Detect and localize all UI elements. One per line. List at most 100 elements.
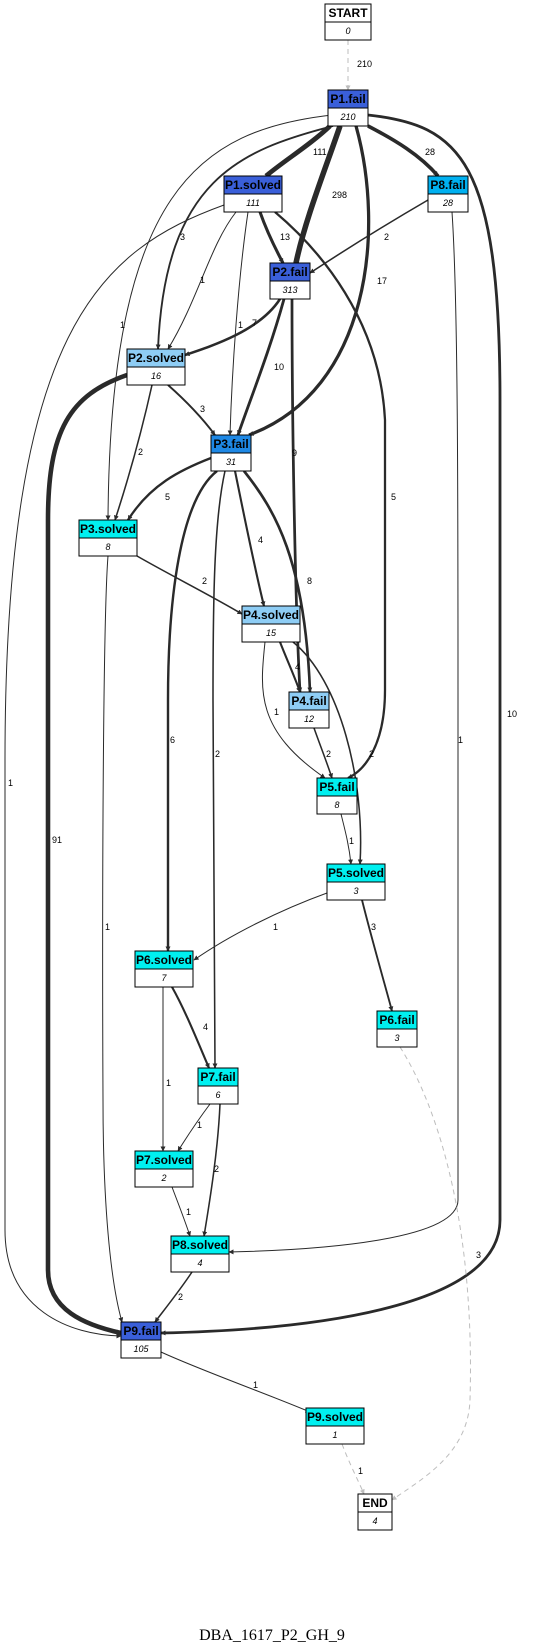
edge-p3-solved-to-p9-fail <box>102 555 124 1323</box>
edge-p2-solved-to-p3-solved <box>114 384 153 521</box>
node-body <box>316 795 358 815</box>
node-p2-solved: P2.solved 16 <box>126 348 186 386</box>
edge-label: 2 <box>384 232 389 242</box>
edge-label: 91 <box>52 835 62 845</box>
node-body <box>170 1253 230 1273</box>
edge-p3-fail-to-p4-fail <box>242 470 313 693</box>
edges-layer <box>4 40 502 1501</box>
edge-p7-solved-to-p8-solved <box>171 1186 191 1237</box>
edge-p7-fail-to-p8-solved <box>202 1103 221 1237</box>
edge-label: 4 <box>258 535 263 545</box>
edge-p2-fail-to-p2-solved <box>184 298 282 357</box>
graph-caption: DBA_1617_P2_GH_9 <box>199 1627 345 1644</box>
node-count: 0 <box>345 26 350 36</box>
node-body <box>197 1085 239 1105</box>
edge-label: 3 <box>371 922 376 932</box>
node-p7-solved: P7.solved 2 <box>134 1150 194 1188</box>
edge-label: 1 <box>358 1466 363 1476</box>
node-body <box>134 1168 194 1188</box>
edge-p8-solved-to-p9-fail <box>154 1271 193 1323</box>
node-title: P7.solved <box>136 1153 192 1167</box>
edge-label: 210 <box>357 59 372 69</box>
edge-p2-solved-to-p9-fail <box>45 372 128 1336</box>
edge-p6-solved-to-p7-fail <box>171 986 210 1069</box>
edge-p5-solved-to-p6-solved <box>193 892 328 961</box>
node-count: 28 <box>442 198 453 208</box>
edge-label: 7 <box>252 318 257 328</box>
node-title: P4.fail <box>291 694 326 708</box>
node-count: 16 <box>151 371 161 381</box>
edge-label: 1 <box>253 1380 258 1390</box>
edge-p5-solved-to-p6-fail <box>361 899 394 1012</box>
node-title: P2.solved <box>128 351 184 365</box>
edge-label: 6 <box>170 735 175 745</box>
node-title: P6.solved <box>136 953 192 967</box>
edge-p1-solved-to-p2-solved <box>167 211 237 350</box>
edge-p1-fail-to-p3-solved <box>105 114 333 521</box>
edge-label: 2 <box>369 749 374 759</box>
edge-label: 1 <box>200 275 205 285</box>
node-body <box>427 193 469 213</box>
edge-p3-fail-to-p7-fail <box>212 470 226 1069</box>
edge-label: 5 <box>165 492 170 502</box>
edge-label: 1 <box>186 1207 191 1217</box>
node-count: 3 <box>353 886 358 896</box>
edge-p9-fail-to-p9-solved <box>160 1351 311 1413</box>
node-count: 4 <box>372 1516 377 1526</box>
edge-label: 9 <box>292 448 297 458</box>
edge-label: 1 <box>349 836 354 846</box>
node-count: 7 <box>161 973 167 983</box>
node-body <box>376 1028 418 1048</box>
node-body <box>327 107 369 127</box>
edge-p1-fail-to-p2-solved <box>155 125 334 350</box>
edge-p9-solved-to-end <box>341 1443 365 1495</box>
node-body <box>126 366 186 386</box>
node-count: 1 <box>332 1430 337 1440</box>
nodes-layer: START0P1.fail210P1.solved111P8.fail28P2.… <box>78 3 469 1531</box>
edge-p8-fail-to-p8-solved <box>228 211 459 1255</box>
edge-label: 3 <box>476 1250 481 1260</box>
node-title: END <box>362 1496 388 1510</box>
edge-label: 1 <box>8 778 13 788</box>
edge-label: 2 <box>214 1164 219 1174</box>
node-count: 313 <box>282 285 297 295</box>
node-body <box>210 452 252 472</box>
node-count: 2 <box>160 1173 166 1183</box>
edge-p6-fail-to-end <box>391 1046 471 1501</box>
edge-label: 298 <box>332 190 347 200</box>
edge-label: 1 <box>273 922 278 932</box>
node-count: 31 <box>226 457 236 467</box>
node-body <box>305 1425 365 1445</box>
edge-p8-fail-to-p2-fail <box>309 199 429 274</box>
edge-label: 1 <box>458 735 463 745</box>
edge-label: 1 <box>105 922 110 932</box>
node-title: P6.fail <box>379 1013 414 1027</box>
edge-p1-solved-to-p2-fail <box>258 211 285 264</box>
node-body <box>324 21 372 41</box>
edge-p1-solved-to-p5-fail <box>274 211 387 780</box>
node-title: P3.solved <box>80 522 136 536</box>
edge-p1-fail-to-p8-fail <box>367 124 440 178</box>
edge-label: 4 <box>203 1022 208 1032</box>
node-count: 8 <box>334 800 339 810</box>
edge-p2-fail-to-p4-fail <box>290 298 303 693</box>
node-p9-solved: P9.solved 1 <box>305 1407 365 1445</box>
node-title: P1.fail <box>330 92 365 106</box>
node-title: P9.solved <box>307 1410 363 1424</box>
node-count: 6 <box>215 1090 220 1100</box>
node-body <box>326 881 386 901</box>
edge-label: 8 <box>307 576 312 586</box>
